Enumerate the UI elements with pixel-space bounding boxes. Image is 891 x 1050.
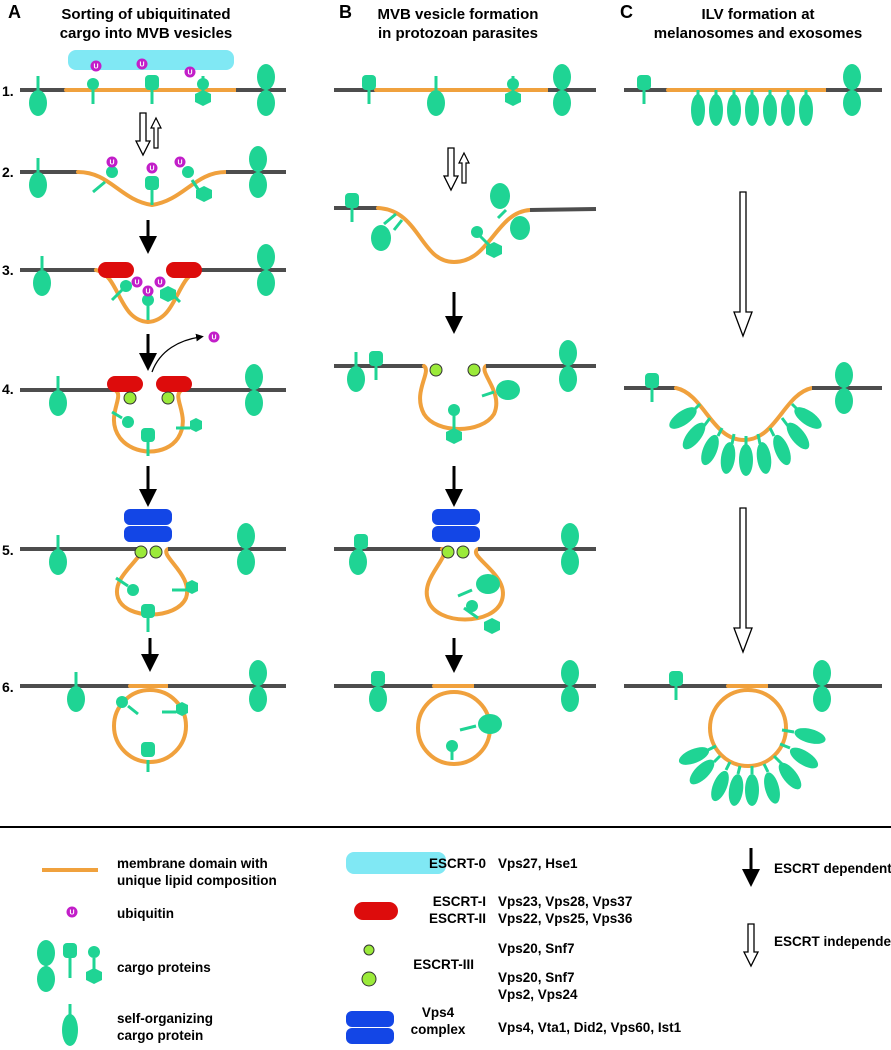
legend-self-org-line1: self-organizing xyxy=(117,1011,213,1026)
legend: membrane domain with unique lipid compos… xyxy=(35,848,891,1046)
legend-independent: ESCRT independent xyxy=(774,934,891,949)
legend-vps4-line1: Vps4 xyxy=(422,1005,455,1020)
panel-a-header: A Sorting of ubiquitinated cargo into MV… xyxy=(8,2,232,42)
panel-a xyxy=(20,50,286,772)
independent-arrow-swatch xyxy=(743,923,759,967)
step-number: 4. xyxy=(2,381,14,397)
legend-escrt3-proteins-b2: Vps2, Vps24 xyxy=(498,987,578,1002)
panel-c-header: C ILV formation at melanosomes and exoso… xyxy=(620,2,862,42)
vps4-swatch xyxy=(346,1011,394,1044)
legend-escrt3-proteins-a: Vps20, Snf7 xyxy=(498,941,575,956)
step-number: 1. xyxy=(2,83,14,99)
legend-escrt0-proteins: Vps27, Hse1 xyxy=(498,856,578,871)
self-organizing-cargo-row xyxy=(691,90,705,126)
legend-escrt0-name: ESCRT-0 xyxy=(429,856,486,871)
cargo-proteins-swatch xyxy=(35,938,102,994)
legend-cargo: cargo proteins xyxy=(117,960,211,975)
legend-membrane-line2: unique lipid composition xyxy=(117,873,277,888)
self-organizing-cargo-swatch xyxy=(62,1004,78,1046)
legend-escrt2-name: ESCRT-II xyxy=(429,911,486,926)
step-number: 5. xyxy=(2,542,14,558)
escrt1-2-complex xyxy=(166,262,202,278)
legend-escrt2-proteins: Vps22, Vps25, Vps36 xyxy=(498,911,633,926)
panel-b-header: B MVB vesicle formation in protozoan par… xyxy=(339,2,538,42)
panel-title-line1: MVB vesicle formation xyxy=(378,6,539,23)
panel-title-line2: melanosomes and exosomes xyxy=(654,25,862,42)
escrt1-2-swatch xyxy=(354,902,398,920)
panel-title-line2: in protozoan parasites xyxy=(378,25,538,42)
escrt3-small-swatch xyxy=(363,944,375,956)
panel-letter: B xyxy=(339,2,352,22)
legend-vps4-proteins: Vps4, Vta1, Did2, Vps60, Ist1 xyxy=(498,1020,682,1035)
step-number: 6. xyxy=(2,679,14,695)
legend-vps4-line2: complex xyxy=(411,1022,466,1037)
panel-c xyxy=(624,62,882,806)
panel-title-line1: ILV formation at xyxy=(701,6,814,23)
legend-membrane-line1: membrane domain with xyxy=(117,856,268,871)
legend-dependent: ESCRT dependent xyxy=(774,861,891,876)
step-number: 3. xyxy=(2,262,14,278)
budding-cargo-cluster xyxy=(669,402,822,476)
legend-escrt1-name: ESCRT-I xyxy=(433,894,486,909)
legend-ubiquitin: ubiquitin xyxy=(117,906,174,921)
legend-escrt3-proteins-b1: Vps20, Snf7 xyxy=(498,970,575,985)
legend-escrt1-proteins: Vps23, Vps28, Vps37 xyxy=(498,894,632,909)
legend-escrt3-name: ESCRT-III xyxy=(413,957,474,972)
escrt1-2-complex xyxy=(107,376,143,392)
escrt0-swatch xyxy=(346,852,446,874)
legend-self-org-line2: cargo protein xyxy=(117,1028,203,1043)
panel-title-line1: Sorting of ubiquitinated xyxy=(61,6,230,23)
panel-letter: A xyxy=(8,2,21,22)
escrt3-large-swatch xyxy=(361,971,377,987)
panel-b xyxy=(334,62,597,766)
panel-letter: C xyxy=(620,2,633,22)
ilv-cargo-cluster xyxy=(678,728,826,806)
panel-title-line2: cargo into MVB vesicles xyxy=(60,25,233,42)
step-number: 2. xyxy=(2,164,14,180)
escrt1-2-complex xyxy=(156,376,192,392)
escrt0-complex xyxy=(68,50,234,70)
step-numbers: 1. 2. 3. 4. 5. 6. xyxy=(2,83,14,695)
ubiquitin-swatch xyxy=(66,906,78,918)
escrt1-2-complex xyxy=(98,262,134,278)
